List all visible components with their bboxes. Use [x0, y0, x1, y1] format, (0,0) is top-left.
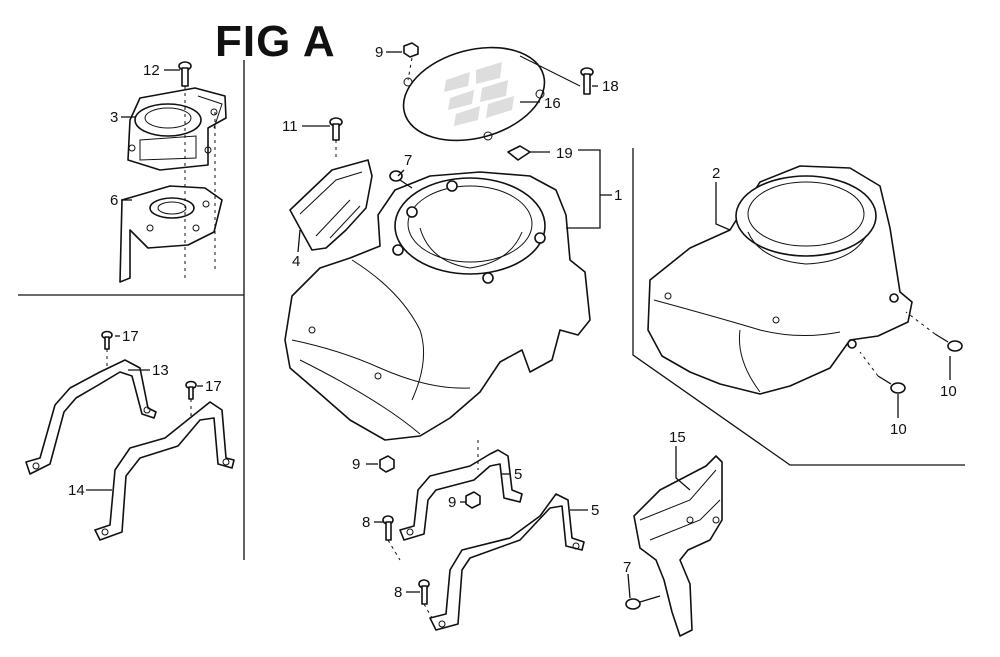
- bolt-10-a: [934, 333, 963, 352]
- region-dividers: [18, 60, 965, 560]
- callout-18: 18: [602, 78, 619, 95]
- callout-2: 2: [712, 165, 720, 182]
- callout-3: 3: [110, 109, 118, 126]
- clip-19: [507, 145, 531, 161]
- callout-14: 14: [68, 482, 85, 499]
- part-16-cover: [402, 46, 546, 142]
- callout-17-a: 17: [122, 328, 139, 345]
- callout-17-b: 17: [205, 378, 222, 395]
- callout-9-low: 9: [448, 494, 456, 511]
- callout-1: 1: [614, 187, 622, 204]
- nut-9-low: [465, 491, 481, 509]
- part-15-guard: [633, 455, 723, 637]
- callout-4: 4: [292, 253, 300, 270]
- callout-6: 6: [110, 192, 118, 209]
- bolt-17-a: [101, 330, 113, 350]
- part-6-plate: [119, 185, 223, 283]
- callout-5-upper: 5: [514, 466, 522, 483]
- part-2-fan-cover: [647, 165, 913, 395]
- part-5-stay-upper: [399, 449, 523, 541]
- part-13-stay: [25, 359, 157, 475]
- bolt-8-a: [382, 515, 394, 541]
- callout-12: 12: [143, 62, 160, 79]
- callout-8-b: 8: [394, 584, 402, 601]
- nut-9-top: [403, 42, 419, 58]
- part-1-fan-cover: [284, 171, 591, 441]
- bolt-7-a: [389, 170, 413, 189]
- bolt-10-b: [877, 375, 906, 394]
- callout-9-top: 9: [375, 44, 383, 61]
- callout-7-top: 7: [404, 152, 412, 169]
- bolt-12: [178, 61, 192, 87]
- part-4-baffle: [289, 159, 373, 251]
- bolt-11: [329, 117, 343, 141]
- callout-7-bottom: 7: [623, 559, 631, 576]
- callout-11: 11: [282, 118, 298, 135]
- callout-13: 13: [152, 362, 169, 379]
- bolt-17-b: [185, 380, 197, 400]
- part-3-bracket: [127, 87, 227, 171]
- callout-15: 15: [669, 429, 686, 446]
- bolt-18: [580, 67, 594, 95]
- callout-8-a: 8: [362, 514, 370, 531]
- bolt-7-b: [625, 595, 661, 610]
- figure-title: FIG A: [215, 17, 336, 66]
- part-5-stay-lower: [429, 493, 585, 631]
- part-14-stay: [94, 401, 235, 541]
- callout-10-a: 10: [940, 383, 957, 400]
- callout-10-b: 10: [890, 421, 907, 438]
- callout-5-lower: 5: [591, 502, 599, 519]
- bolt-8-b: [418, 579, 430, 605]
- callout-9-mid: 9: [352, 456, 360, 473]
- callout-labels: 12 3 6 11 4 9 16 18 7 19 1 2 17 13 17 14…: [68, 44, 957, 601]
- nut-9-mid: [379, 455, 395, 473]
- callout-16: 16: [544, 95, 561, 112]
- callout-19: 19: [556, 145, 573, 162]
- leader-lines: [86, 51, 951, 599]
